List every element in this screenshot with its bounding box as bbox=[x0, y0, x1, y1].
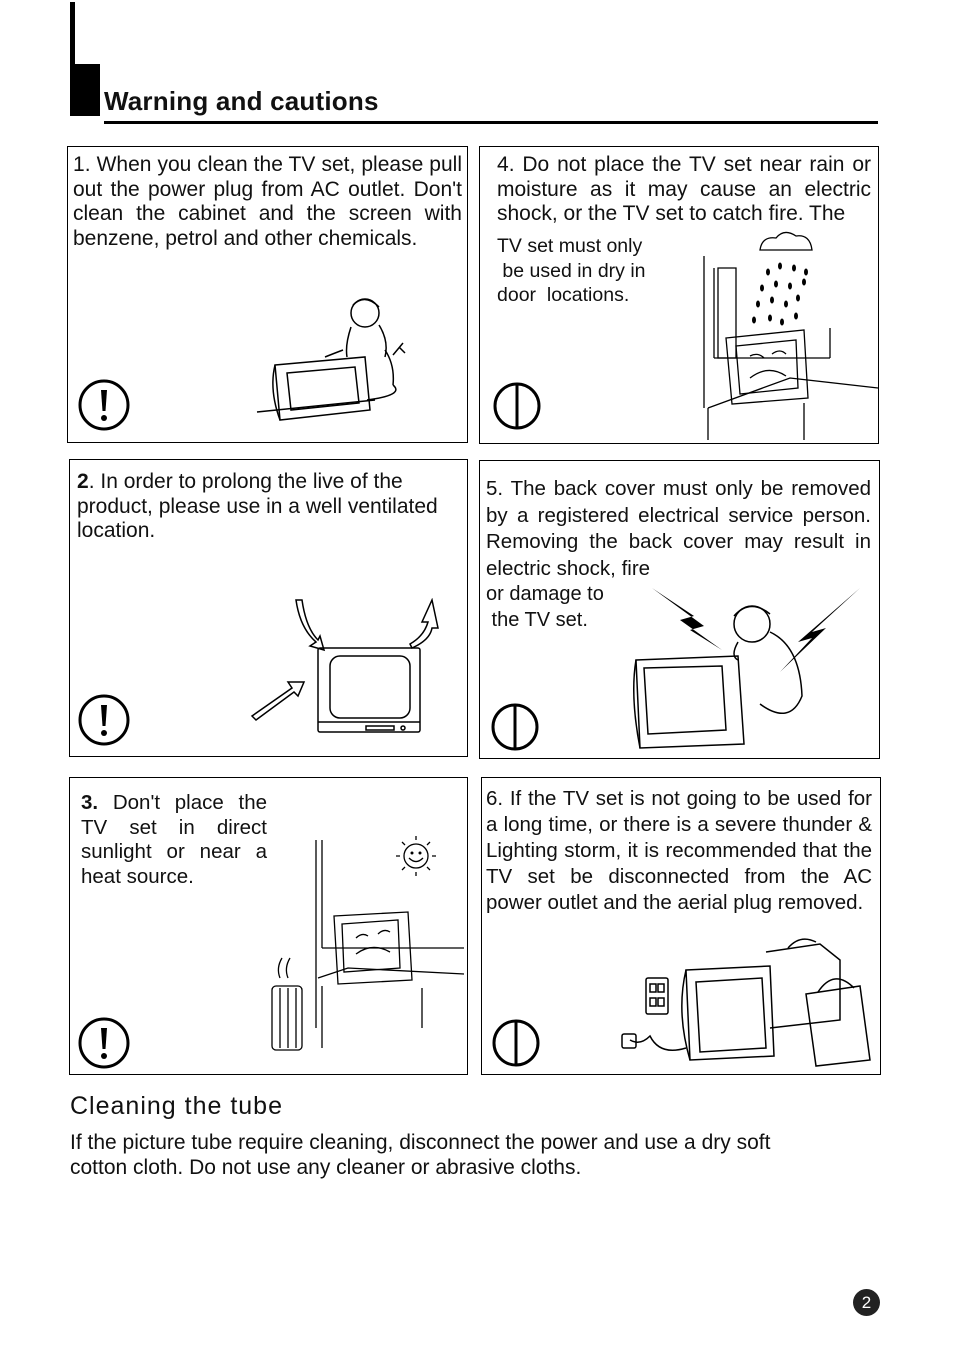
page-number-badge: 2 bbox=[853, 1289, 880, 1316]
caution-line: TV set must only bbox=[497, 235, 643, 257]
caution-line: the TV set. bbox=[486, 609, 588, 631]
caution-body: . In order to prolong the live of the pr… bbox=[77, 470, 438, 542]
caution-text-1: 1. When you clean the TV set, please pul… bbox=[73, 153, 462, 251]
section-body-cleaning: If the picture tube require cleaning, di… bbox=[70, 1131, 771, 1179]
header-corner-block bbox=[70, 64, 100, 116]
caution-line: be used in dry in bbox=[497, 259, 646, 282]
caution-body: . Do not place the TV set near rain or m… bbox=[497, 153, 871, 225]
caution-box-1 bbox=[67, 146, 468, 443]
exclamation-warning-icon bbox=[78, 694, 130, 746]
exclamation-warning-icon bbox=[78, 379, 130, 431]
tv-cleaning-illustration bbox=[256, 298, 406, 421]
caution-line: or damage to bbox=[486, 583, 604, 605]
tv-back-cover-illustration bbox=[633, 588, 860, 749]
prohibition-icon bbox=[491, 703, 539, 751]
caution-body: . If the TV set is not going to be used … bbox=[486, 787, 872, 914]
caution-text-2: 2. In order to prolong the live of the p… bbox=[77, 470, 457, 544]
title-underline bbox=[104, 121, 878, 124]
caution-text-4: 4. Do not place the TV set near rain or … bbox=[497, 153, 871, 227]
caution-number: 4 bbox=[497, 153, 509, 176]
caution-number: 1 bbox=[73, 153, 85, 176]
caution-text-3: 3. Don't place the TV set in direct sunl… bbox=[81, 791, 267, 889]
caution-box-5 bbox=[479, 460, 880, 759]
caution-box-6 bbox=[481, 777, 881, 1075]
section-heading-cleaning: Cleaning the tube bbox=[70, 1092, 283, 1120]
caution-body: . When you clean the TV set, please pull… bbox=[73, 153, 462, 250]
exclamation-warning-icon bbox=[78, 1017, 130, 1069]
header-corner-bar bbox=[70, 2, 75, 116]
tv-sunlight-illustration bbox=[271, 836, 464, 1051]
caution-text-5: 5. The back cover must only be removed b… bbox=[486, 476, 871, 582]
caution-box-2 bbox=[69, 459, 468, 757]
caution-text-5-continued: or damage to the TV set. bbox=[486, 581, 666, 633]
caution-number: 3. bbox=[81, 791, 99, 814]
caution-number: 6 bbox=[486, 787, 498, 810]
tv-unplugged-illustration bbox=[621, 938, 871, 1067]
caution-text-4-continued: TV set must only be used in dry in door … bbox=[497, 234, 697, 308]
caution-line: door locations. bbox=[497, 284, 630, 306]
caution-number: 5 bbox=[486, 477, 498, 500]
caution-number: 2 bbox=[77, 470, 89, 493]
page-title: Warning and cautions bbox=[104, 86, 379, 116]
caution-body: . The back cover must only be removed by… bbox=[486, 477, 871, 580]
caution-text-6: 6. If the TV set is not going to be used… bbox=[486, 786, 872, 916]
caution-body: Don't place the TV set in direct sunligh… bbox=[81, 791, 267, 888]
prohibition-icon bbox=[492, 1019, 540, 1067]
tv-ventilation-illustration bbox=[250, 598, 439, 733]
caution-box-3 bbox=[69, 777, 468, 1075]
tv-rain-illustration bbox=[703, 231, 878, 440]
caution-box-4 bbox=[479, 146, 879, 444]
prohibition-icon bbox=[493, 382, 541, 430]
